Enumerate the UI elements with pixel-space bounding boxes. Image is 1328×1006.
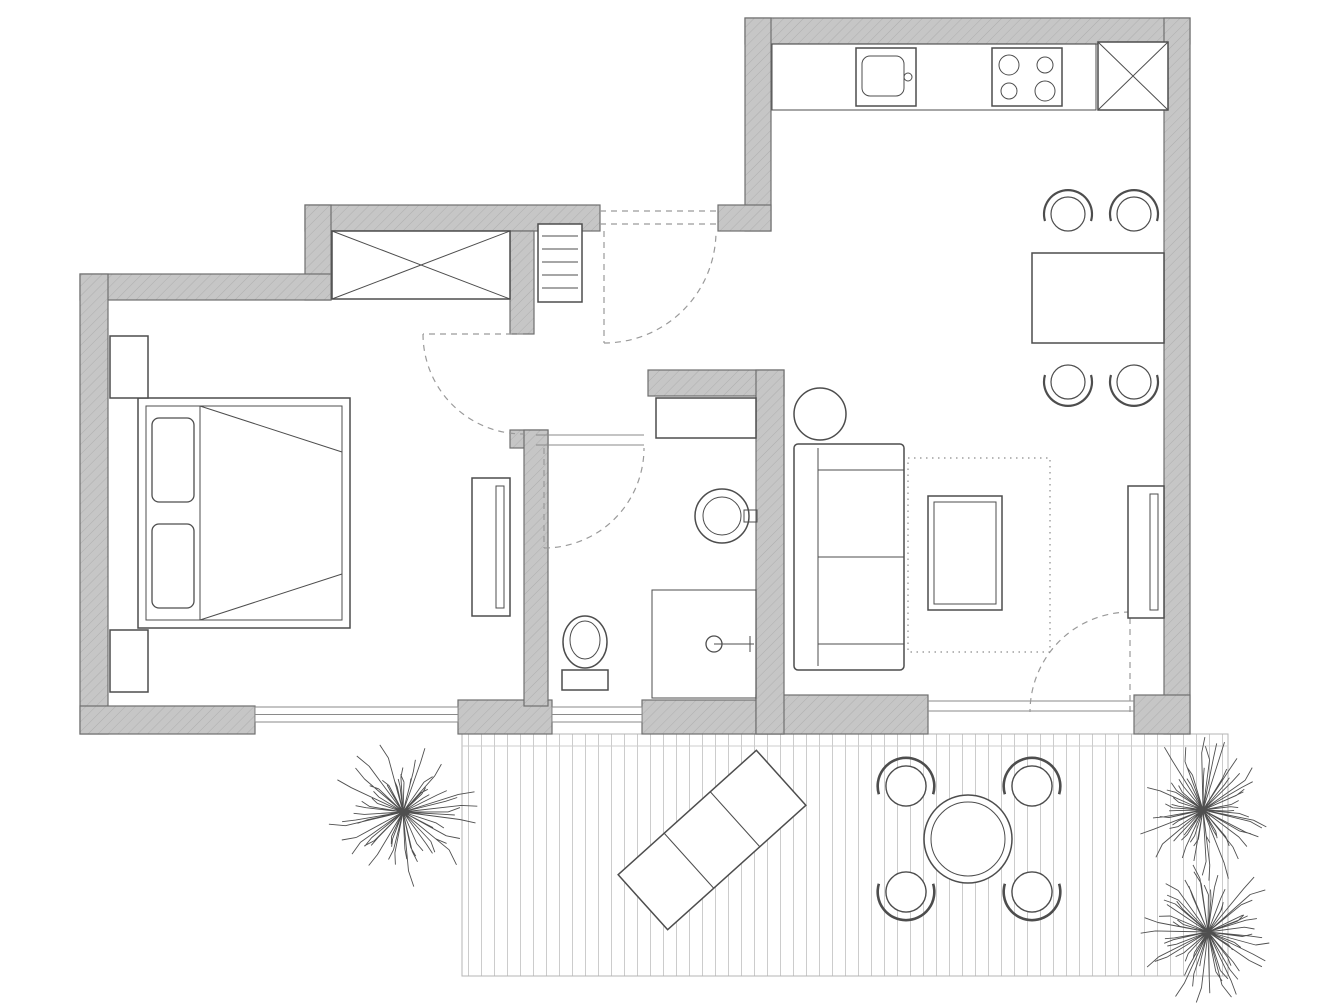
kitchen-counter <box>771 43 1097 111</box>
side-table <box>793 387 847 441</box>
wall-entry-right <box>717 204 772 232</box>
plant <box>328 744 478 887</box>
tv-sideboard <box>1127 485 1165 619</box>
sun-lounger <box>617 749 807 931</box>
wardrobe <box>331 230 511 300</box>
kitchen-furniture <box>771 41 1169 407</box>
blanket-lines <box>199 405 343 621</box>
burner <box>1034 80 1056 102</box>
living-room-furniture <box>793 387 1165 671</box>
shower <box>651 589 757 699</box>
double-bed <box>137 397 351 629</box>
dining-chair <box>1108 189 1160 232</box>
wash-basin <box>694 488 758 544</box>
wall-bedroom-bottom <box>79 705 256 735</box>
entry-threshold <box>600 210 718 225</box>
nightstand <box>109 629 149 693</box>
wall-kitchen-top <box>744 17 1191 45</box>
wall-bedroom-hall <box>509 230 535 335</box>
bathroom-threshold <box>536 434 644 446</box>
terrace-door-swing <box>1029 611 1131 713</box>
coat-rack <box>537 223 583 303</box>
terrace-furniture <box>617 749 1062 931</box>
wall-kitchen-left <box>744 17 772 232</box>
washer-niche <box>655 397 757 439</box>
bathroom-fixtures <box>561 397 758 699</box>
terrace-chair <box>876 871 936 922</box>
coffee-table <box>927 495 1003 611</box>
dining-table <box>1031 252 1165 344</box>
sofa <box>793 443 905 671</box>
plant <box>1140 864 1270 1003</box>
wall-bedroom-top <box>79 273 332 301</box>
terrace-deck <box>461 733 1229 977</box>
terrace-table <box>923 794 1013 884</box>
wall-right <box>1163 17 1191 735</box>
deck-boards <box>461 733 1229 977</box>
walls <box>79 17 1191 735</box>
toilet-tank <box>561 669 609 691</box>
bedroom-furniture <box>109 230 511 693</box>
plant <box>1140 737 1267 881</box>
plant-foliage <box>1140 737 1267 881</box>
bathroom-door-swing <box>543 447 645 549</box>
dining-chair <box>1108 364 1160 407</box>
toilet <box>561 615 609 691</box>
hallway-furniture <box>537 223 583 303</box>
stove <box>991 47 1063 107</box>
terrace-chair <box>1002 756 1062 807</box>
dining-chair <box>1042 189 1094 232</box>
terrace-chair <box>876 756 936 807</box>
wall-bottom-right-corner <box>1133 694 1191 735</box>
burner <box>998 54 1020 76</box>
pillow <box>151 417 195 503</box>
plant-foliage <box>1140 864 1270 1003</box>
basin-tap <box>743 509 758 523</box>
sink-tap <box>903 72 913 82</box>
toilet-bowl <box>562 615 608 669</box>
pillow <box>151 523 195 609</box>
entry-door-swing <box>603 230 717 344</box>
burner <box>1000 82 1018 100</box>
plant-foliage <box>328 744 478 887</box>
dresser <box>471 477 511 617</box>
wall-bath-living <box>755 369 785 735</box>
burner <box>1036 56 1054 74</box>
fridge <box>1097 41 1169 111</box>
bedroom-door-swing <box>422 333 524 435</box>
dining-chair <box>1042 364 1094 407</box>
nightstand <box>109 335 149 399</box>
kitchen-sink <box>855 47 917 107</box>
tv-screen <box>1149 493 1159 611</box>
terrace-chair <box>1002 871 1062 922</box>
door-swings <box>422 230 1131 713</box>
wall-left <box>79 273 109 735</box>
wall-living-bottom <box>755 694 929 735</box>
